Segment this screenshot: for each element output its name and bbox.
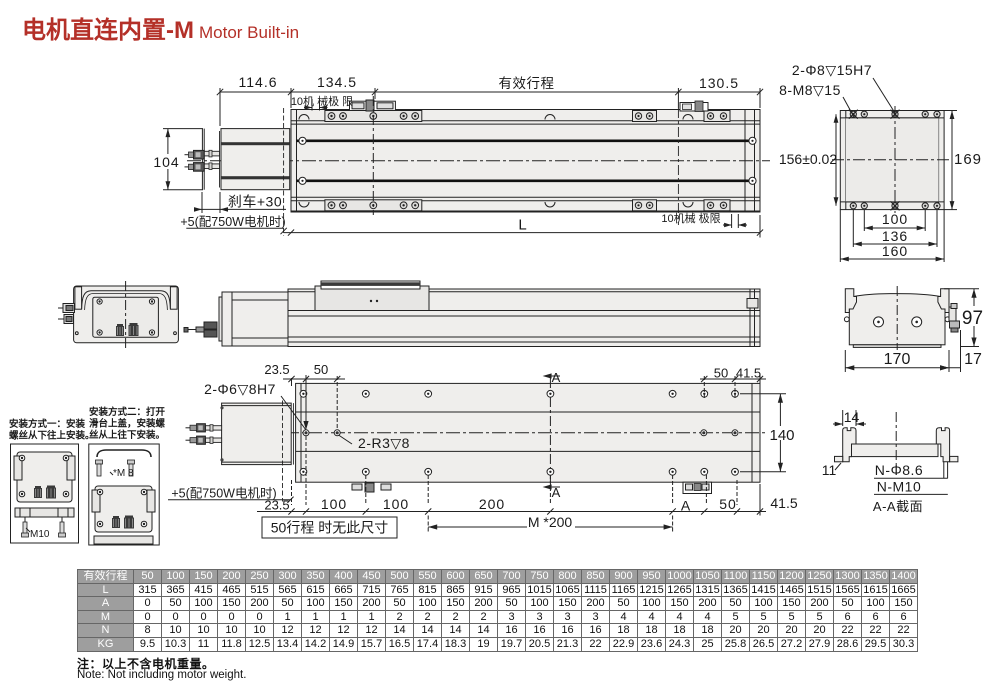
svg-text:+5(配750W电机时): +5(配750W电机时) (180, 215, 285, 229)
svg-text:M *200: M *200 (528, 514, 573, 530)
svg-text:100: 100 (383, 496, 409, 512)
svg-text:140: 140 (769, 427, 794, 444)
svg-text:2-R3▽8: 2-R3▽8 (358, 435, 410, 451)
svg-text:A-A截面: A-A截面 (873, 499, 923, 514)
svg-text:41.5: 41.5 (770, 495, 797, 511)
svg-text:L: L (518, 217, 527, 234)
svg-text:23.5: 23.5 (264, 498, 289, 513)
svg-text:50行程 时无此尺寸: 50行程 时无此尺寸 (271, 520, 388, 536)
svg-text:螺丝从下往上安装。: 螺丝从下往上安装。 (9, 430, 95, 442)
svg-text:100: 100 (321, 496, 347, 512)
svg-text:156±0.02: 156±0.02 (779, 151, 838, 167)
svg-text:97: 97 (962, 308, 983, 329)
svg-text:安装方式一：安装: 安装方式一：安装 (9, 418, 86, 430)
svg-text:41.5: 41.5 (736, 366, 761, 381)
svg-text:N-Φ8.6: N-Φ8.6 (875, 462, 923, 478)
svg-text:14: 14 (844, 409, 860, 425)
svg-text:200: 200 (479, 496, 505, 512)
svg-text:50: 50 (314, 362, 328, 377)
svg-text:有效行程: 有效行程 (499, 76, 555, 91)
svg-text:滑台上盖，安装螺: 滑台上盖，安装螺 (89, 418, 166, 430)
svg-text:10机 械极 限: 10机 械极 限 (291, 94, 353, 108)
svg-text:M10: M10 (30, 529, 50, 540)
svg-text:A: A (681, 498, 691, 514)
svg-text:136: 136 (882, 228, 908, 244)
svg-text:50: 50 (714, 366, 728, 381)
svg-text:刹车+30: 刹车+30 (228, 194, 282, 210)
svg-text:169: 169 (954, 151, 982, 168)
svg-text:+5(配750W电机时): +5(配750W电机时) (171, 487, 276, 501)
svg-text:130.5: 130.5 (699, 75, 739, 91)
svg-text:104: 104 (153, 154, 179, 170)
svg-text:A: A (552, 485, 561, 500)
svg-text:电机直连内置-M: 电机直连内置-M (22, 16, 194, 44)
svg-text:N-M10: N-M10 (877, 479, 922, 495)
svg-text:170: 170 (884, 351, 911, 368)
svg-text:11: 11 (822, 462, 837, 478)
svg-text:10机械 极限: 10机械 极限 (661, 211, 720, 225)
svg-text:安装方式二：打开: 安装方式二：打开 (89, 406, 166, 418)
svg-text:100: 100 (882, 211, 908, 227)
svg-text:2-Φ8▽15H7: 2-Φ8▽15H7 (792, 62, 872, 78)
svg-text:*M 8: *M 8 (113, 468, 134, 479)
svg-text:160: 160 (882, 243, 908, 259)
svg-text:A: A (552, 370, 561, 385)
svg-text:8-M8▽15: 8-M8▽15 (779, 82, 841, 98)
svg-text:丝从上往下安装。: 丝从上往下安装。 (89, 429, 165, 441)
svg-text:17: 17 (964, 351, 982, 368)
svg-text:23.5: 23.5 (264, 362, 289, 377)
svg-text:Motor Built-in: Motor Built-in (199, 23, 299, 42)
svg-text:114.6: 114.6 (239, 74, 278, 90)
svg-text:50: 50 (719, 496, 737, 512)
svg-text:134.5: 134.5 (317, 74, 357, 90)
svg-text:2-Φ6▽8H7: 2-Φ6▽8H7 (204, 381, 276, 397)
